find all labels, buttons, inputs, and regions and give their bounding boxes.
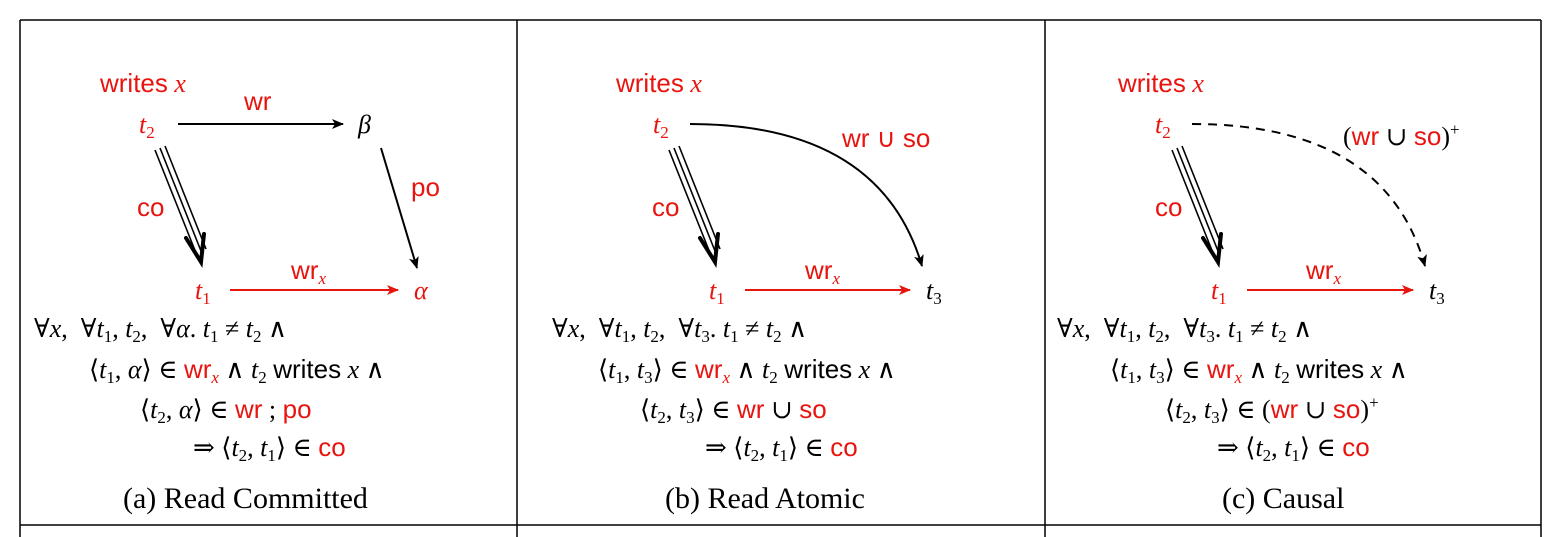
node-t1: t1 [1211,276,1227,308]
edge-label-co: co [137,192,165,222]
edge-label-wrx: wrx [805,255,840,288]
node-t3: t3 [926,276,942,308]
formula-line-4: ⇒ ⟨t2, t1⟩ ∈ co [193,432,346,465]
edge-label-po: po [411,172,440,202]
edge-label-wr-union-so-plus: (wr ∪ so)+ [1343,120,1460,151]
node-alpha: α [414,276,428,305]
edge-label-wrx: wrx [1306,255,1341,288]
formula-line-2: ⟨t1, t3⟩ ∈ wrx ∧ t2 writes x ∧ [598,354,896,387]
formula-line-4: ⇒ ⟨t2, t1⟩ ∈ co [705,432,858,465]
edge-wr-so-t2-t3 [689,123,924,267]
edge-label-wr: wr [244,86,272,116]
writes-annotation: writes x [1118,68,1204,98]
formula-line-1: ∀x, ∀t1, t2, ∀t3. t1 ≠ t2 ∧ [1057,314,1313,346]
table-frame [19,19,1542,537]
writes-annotation: writes x [616,68,702,98]
writes-annotation: writes x [100,68,186,98]
formula-line-2: ⟨t1, t3⟩ ∈ wrx ∧ t2 writes x ∧ [1110,354,1408,387]
formula-line-3: ⟨t2, t3⟩ ∈ wr ∪ so [640,394,827,427]
formula-line-3: ⟨t2, α⟩ ∈ wr ; po [140,394,312,427]
node-t2: t2 [139,110,155,142]
node-t1: t1 [195,276,211,308]
formula-line-4: ⇒ ⟨t2, t1⟩ ∈ co [1217,432,1370,465]
formula-line-1: ∀x, ∀t1, t2, ∀α. t1 ≠ t2 ∧ [34,314,288,346]
edge-co-t2-t1 [154,145,207,268]
edge-co-t2-t1 [668,145,721,268]
node-t1: t1 [709,276,725,308]
caption-read-atomic: (b) Read Atomic [665,482,865,515]
edge-wr-so-plus-t2-t3 [1191,123,1427,267]
formula-line-3: ⟨t2, t3⟩ ∈ (wr ∪ so)+ [1165,393,1379,427]
node-beta: β [358,110,371,139]
edge-label-co: co [652,192,680,222]
formula-line-2: ⟨t1, α⟩ ∈ wrx ∧ t2 writes x ∧ [89,354,385,387]
node-t2: t2 [653,110,669,142]
edge-po-beta-alpha [380,147,419,269]
caption-causal: (c) Causal [1222,482,1345,515]
node-t3: t3 [1429,276,1445,308]
edge-label-wr-union-so: wr ∪ so [842,123,931,153]
edge-label-co: co [1155,192,1183,222]
edge-label-wrx: wrx [291,255,326,288]
formula-line-1: ∀x, ∀t1, t2, ∀t3. t1 ≠ t2 ∧ [552,314,808,346]
caption-read-committed: (a) Read Committed [123,482,368,515]
node-t2: t2 [1155,110,1171,142]
edge-co-t2-t1 [1171,145,1224,268]
